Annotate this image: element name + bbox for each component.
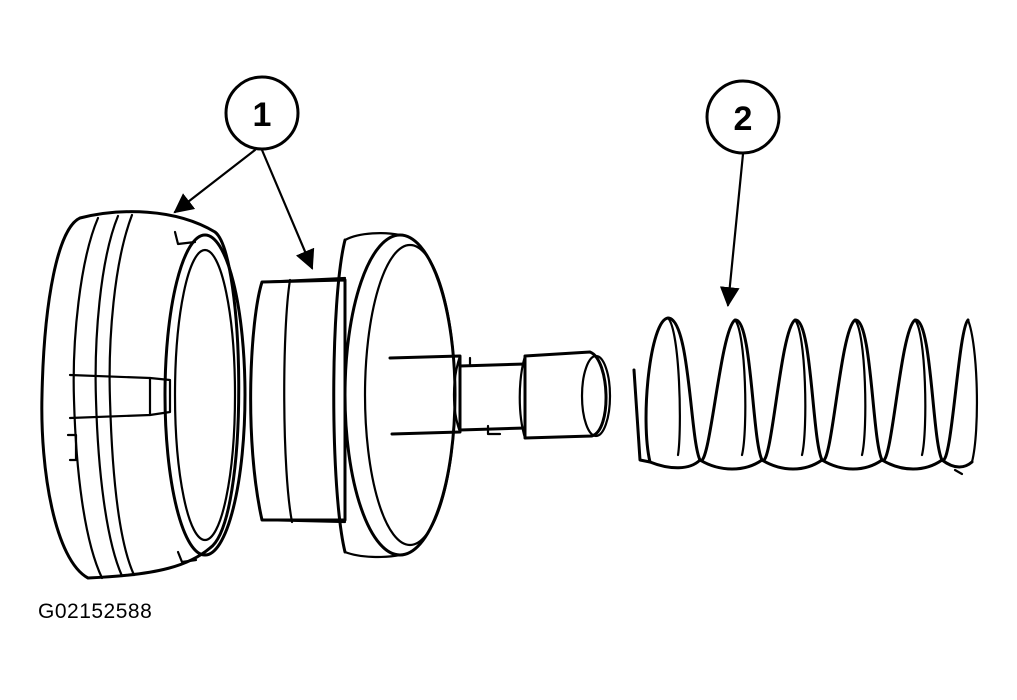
piston-and-stem xyxy=(249,232,612,559)
callout-2-label: 2 xyxy=(734,100,753,138)
callout-1-leader-piston xyxy=(260,148,315,270)
outer-sleeve xyxy=(40,210,247,580)
callout-2-leader-spring xyxy=(719,152,745,307)
coil-spring xyxy=(632,316,979,476)
figure-id: G02152588 xyxy=(38,600,153,623)
callout-2: 2 xyxy=(705,79,781,307)
callout-1: 1 xyxy=(173,75,315,270)
callout-1-label: 1 xyxy=(253,96,272,134)
callout-1-leader-sleeve xyxy=(173,148,257,214)
